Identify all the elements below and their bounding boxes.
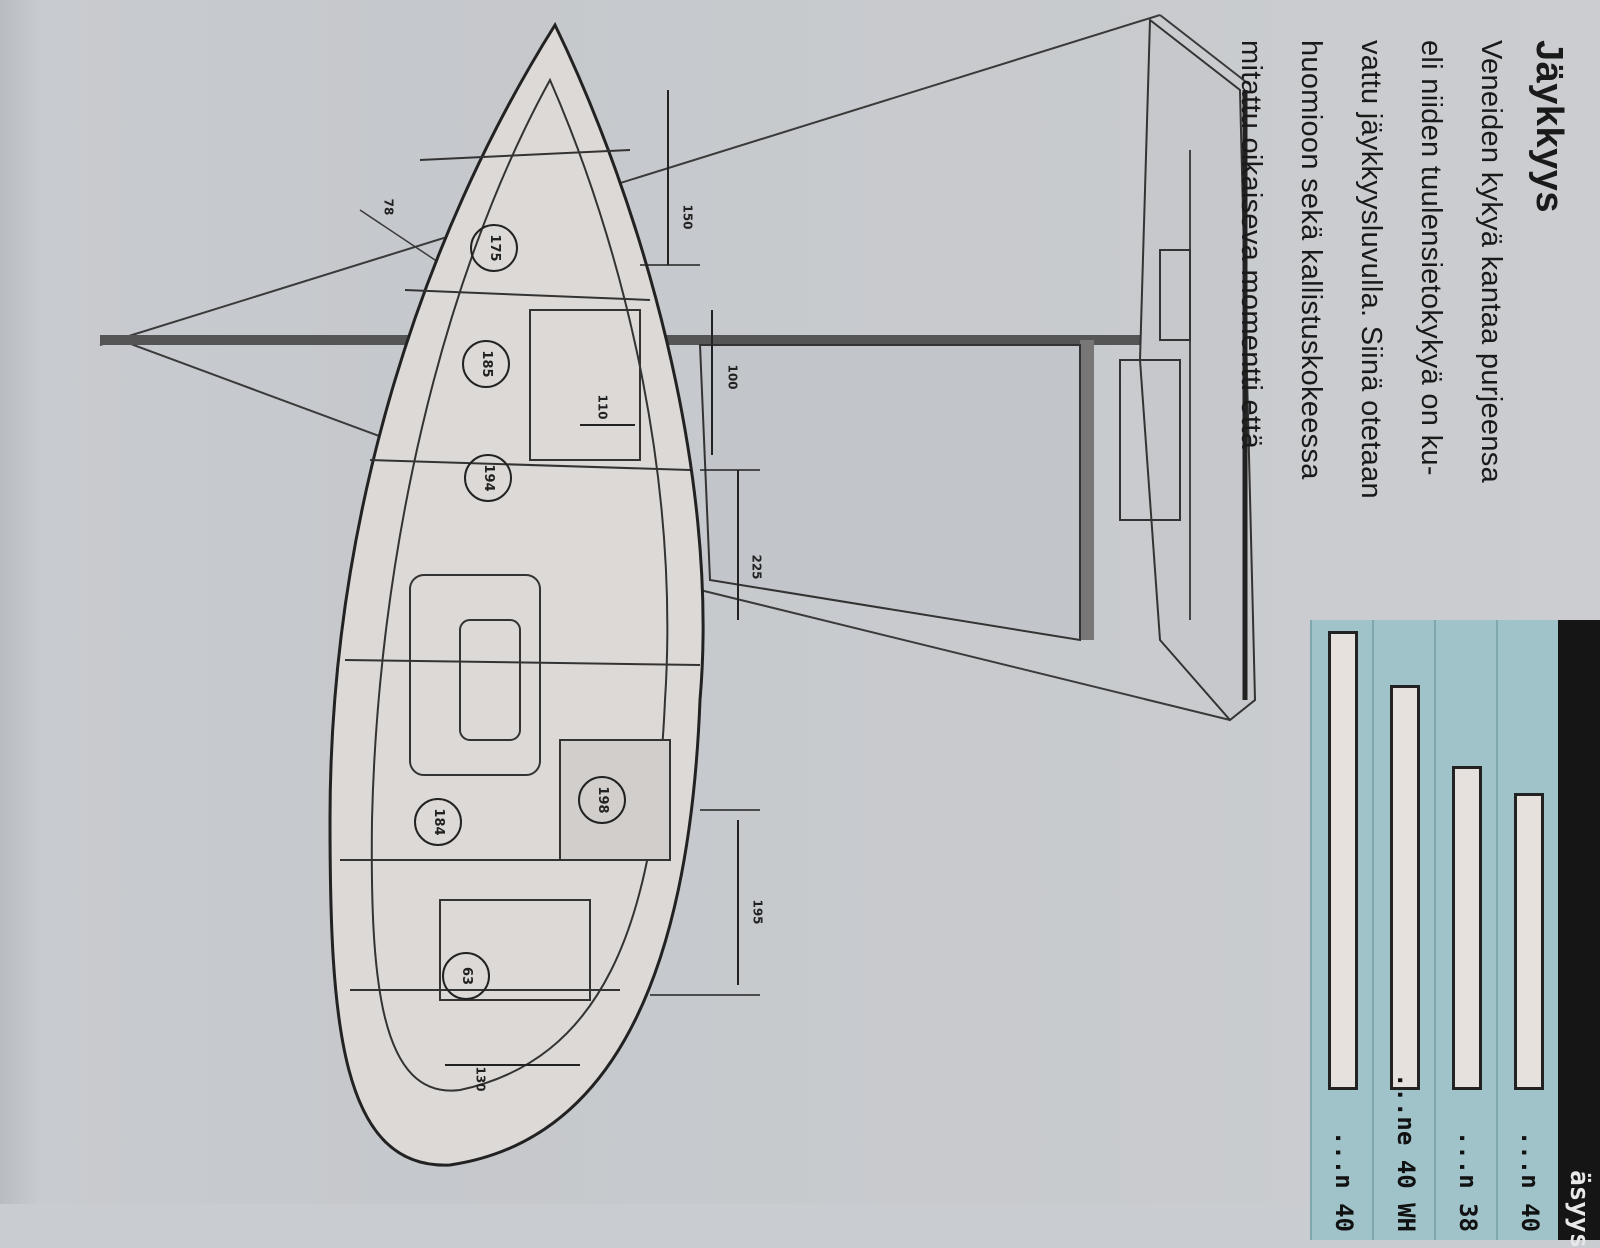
- jib-foot-line: [1159, 14, 1251, 86]
- mainsail: [698, 344, 1081, 642]
- dimension-label: 225: [749, 554, 764, 580]
- nav-station: [559, 739, 671, 861]
- article-line: Veneiden kykyä kantaa purjeensa: [1475, 40, 1507, 483]
- jib-leech-line: [699, 589, 1231, 721]
- berth-label: 63: [442, 952, 490, 1000]
- boat-label: ...ne 40 WH: [1392, 1073, 1420, 1232]
- forestay-line: [99, 14, 1161, 346]
- dimension-label: 110: [595, 394, 610, 420]
- berth-label: 184: [414, 798, 462, 846]
- boat-label: ...n 38: [1454, 1130, 1482, 1232]
- plan-view-hull: [328, 21, 705, 1167]
- backstay-line: [119, 339, 391, 441]
- dimension-label: 150: [680, 204, 695, 230]
- stiffness-bar: [1452, 766, 1482, 1090]
- stiffness-bar: [1390, 685, 1420, 1090]
- stiffness-bar: [1328, 631, 1358, 1090]
- dimension-label: 78: [381, 198, 396, 216]
- saloon-table: [409, 574, 541, 776]
- table-row: ...n 40: [1310, 620, 1372, 1240]
- boat-label: ...n 40: [1330, 1130, 1358, 1232]
- stiffness-bar-table: äsyys ...n 40 ...n 38 ...ne 40 WH ...n 40: [1310, 620, 1600, 1248]
- table-row: ...n 38: [1434, 620, 1496, 1240]
- article-heading: Jäykkyys: [1528, 40, 1570, 214]
- table-row: ...n 40: [1496, 620, 1558, 1240]
- sailboat-plan-drawing: [99, 14, 1257, 1167]
- berth-label: 198: [578, 776, 626, 824]
- article-line: huomioon sekä kallistuskokeessa: [1295, 40, 1327, 480]
- article-line: eli niiden tuulensietokykyä on ku-: [1415, 40, 1447, 476]
- table-title: äsyys: [1558, 620, 1600, 1248]
- article-line: mitattu oikaiseva momentti että: [1235, 40, 1267, 450]
- berth-label: 194: [464, 454, 512, 502]
- article-line: vattu jäykkyysluvulla. Siinä otetaan: [1355, 40, 1387, 499]
- berth-label: 175: [470, 224, 518, 272]
- stiffness-bar: [1514, 793, 1544, 1090]
- boat-label: ...n 40: [1516, 1130, 1544, 1232]
- dimension-label: 195: [750, 899, 765, 925]
- table-row: ...ne 40 WH: [1372, 620, 1434, 1240]
- article-section: Jäykkyys Veneiden kykyä kantaa purjeensa…: [1221, 40, 1570, 600]
- dimension-label: 100: [725, 364, 740, 390]
- dimension-label: 130: [473, 1066, 488, 1092]
- berth-label: 185: [462, 340, 510, 388]
